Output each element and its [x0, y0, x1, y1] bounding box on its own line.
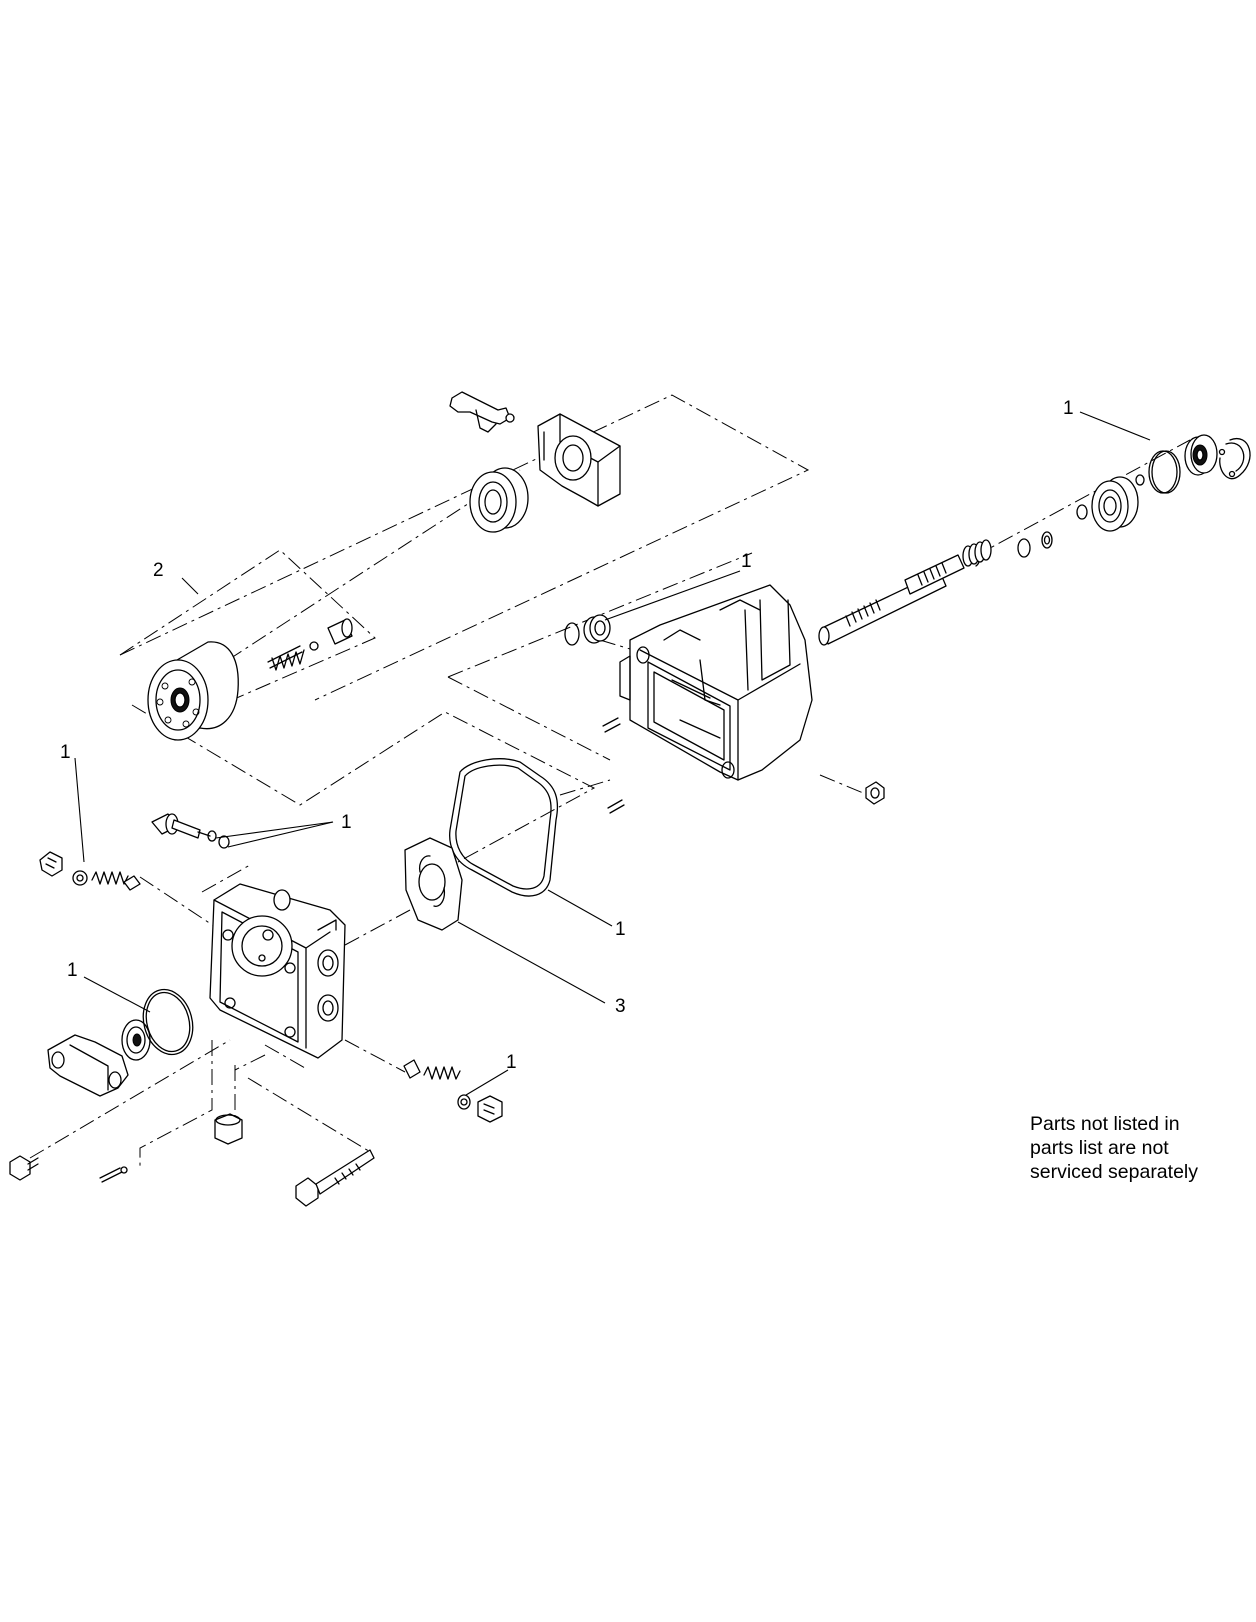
assembly-dashed-lines [29, 394, 1191, 1170]
callout-shaft-seal: 1 [1063, 398, 1074, 419]
left-check-valve [39, 851, 141, 891]
piston-spring [267, 618, 353, 671]
callout-right-plug-seal: 1 [506, 1052, 517, 1073]
cylinder-block [147, 641, 239, 741]
shaft-seal-housing [564, 614, 611, 646]
callout-leaders [74, 411, 1151, 1096]
callout-labels: 1 2 1 1 1 1 3 1 1 [60, 398, 1074, 1073]
bottom-fasteners [9, 1113, 375, 1207]
shaft-seal-and-ring [1135, 434, 1251, 494]
service-note: Parts not listed in parts list are not s… [1030, 1112, 1240, 1184]
drive-shaft [818, 539, 992, 646]
shaft-bearing [1091, 476, 1139, 532]
service-note-line: serviced separately [1030, 1161, 1198, 1183]
pump-housing [619, 584, 813, 781]
control-lever [449, 391, 515, 433]
service-note-line: parts list are not [1030, 1137, 1169, 1159]
callout-gasket: 1 [615, 919, 626, 940]
gerotor [121, 1019, 151, 1061]
right-check-valve [403, 1059, 503, 1123]
callout-valve-orings: 1 [341, 812, 352, 833]
housing-gasket [449, 758, 559, 897]
callout-left-plug-seal: 1 [60, 742, 71, 763]
charge-pump-cover [47, 1034, 129, 1097]
valve-plate-part [404, 837, 463, 931]
callout-housing-seal: 1 [741, 551, 752, 572]
shaft-rings [1017, 504, 1088, 558]
end-cap [209, 883, 346, 1059]
callout-charge-pump-oring: 1 [67, 960, 78, 981]
callout-valve-plate: 3 [615, 996, 626, 1017]
callout-rotating-group: 2 [153, 560, 164, 581]
swash-bearing [469, 467, 529, 533]
housing-pins [602, 717, 885, 814]
swashplate-bracket [537, 413, 621, 507]
service-note-line: Parts not listed in [1030, 1113, 1180, 1135]
relief-valve-cartridge [151, 813, 230, 849]
charge-pump-oring [142, 988, 194, 1056]
